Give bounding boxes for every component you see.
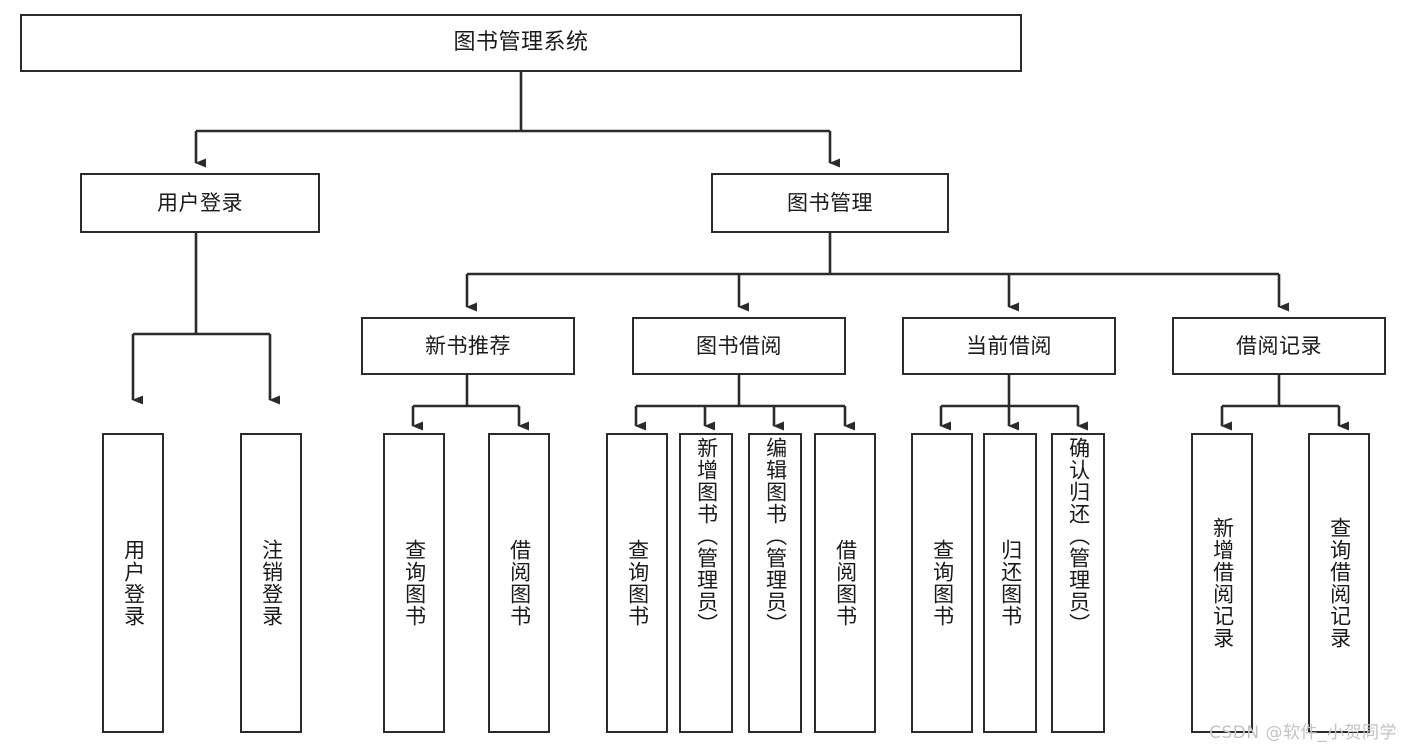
node-label: 图书借阅	[696, 333, 782, 358]
node-user-login[interactable]: 用户登录	[80, 173, 320, 233]
node-label: 编辑图书（管理员）	[763, 437, 788, 635]
leaf-borrow-book[interactable]: 借阅图书	[814, 433, 876, 733]
node-current-borrow[interactable]: 当前借阅	[902, 317, 1116, 375]
node-label: 用户登录	[157, 190, 243, 215]
node-borrow-record[interactable]: 借阅记录	[1172, 317, 1386, 375]
node-new-book-recommend[interactable]: 新书推荐	[361, 317, 575, 375]
node-label: 新书推荐	[425, 333, 511, 358]
node-label: 查询图书	[402, 539, 427, 627]
leaf-borrow-book-new[interactable]: 借阅图书	[488, 433, 550, 733]
node-label: 图书管理系统	[453, 30, 589, 56]
leaf-query-borrow-record[interactable]: 查询借阅记录	[1308, 433, 1370, 733]
node-label: 查询借阅记录	[1327, 517, 1352, 649]
leaf-edit-book-admin[interactable]: 编辑图书（管理员）	[748, 433, 802, 733]
node-book-management[interactable]: 图书管理	[711, 173, 949, 233]
node-label: 借阅记录	[1236, 333, 1322, 358]
leaf-user-login[interactable]: 用户登录	[102, 433, 164, 733]
leaf-query-book-new[interactable]: 查询图书	[383, 433, 445, 733]
node-label: 注销登录	[259, 539, 284, 627]
node-root-system[interactable]: 图书管理系统	[20, 14, 1022, 72]
leaf-query-book-current[interactable]: 查询图书	[911, 433, 973, 733]
node-label: 新增借阅记录	[1210, 517, 1235, 649]
leaf-logout[interactable]: 注销登录	[240, 433, 302, 733]
leaf-confirm-return-admin[interactable]: 确认归还（管理员）	[1051, 433, 1105, 733]
node-label: 归还图书	[998, 539, 1023, 627]
node-book-borrow[interactable]: 图书借阅	[632, 317, 846, 375]
leaf-add-borrow-record[interactable]: 新增借阅记录	[1191, 433, 1253, 733]
node-label: 当前借阅	[966, 333, 1052, 358]
watermark-text: CSDN @软件_小贺同学	[1209, 723, 1397, 743]
leaf-add-book-admin[interactable]: 新增图书（管理员）	[679, 433, 733, 733]
leaf-return-book[interactable]: 归还图书	[983, 433, 1037, 733]
node-label: 借阅图书	[507, 539, 532, 627]
node-label: 用户登录	[121, 539, 146, 627]
node-label: 查询图书	[930, 539, 955, 627]
node-label: 新增图书（管理员）	[694, 437, 719, 635]
node-label: 借阅图书	[833, 539, 858, 627]
node-label: 查询图书	[625, 539, 650, 627]
node-label: 图书管理	[787, 190, 873, 215]
node-label: 确认归还（管理员）	[1066, 437, 1091, 635]
leaf-query-book-borrow[interactable]: 查询图书	[606, 433, 668, 733]
